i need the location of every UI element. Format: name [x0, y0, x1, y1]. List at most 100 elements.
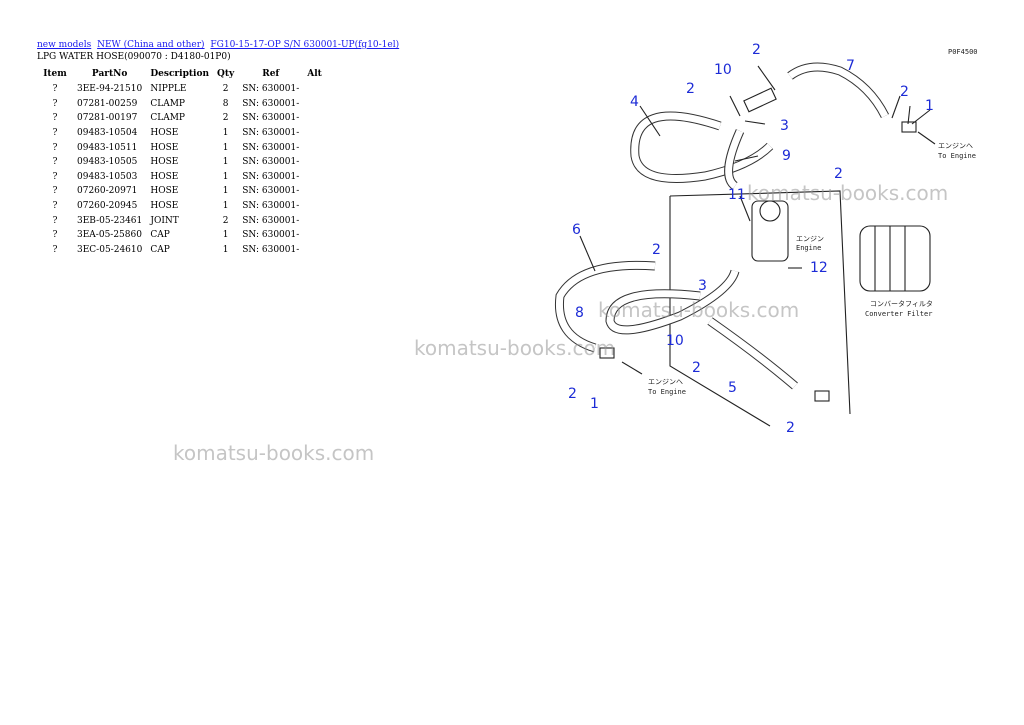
- cell-qty: 1: [222, 201, 229, 212]
- frame-line: [669, 196, 771, 427]
- cell-item: ?: [52, 244, 58, 255]
- frame-line: [669, 190, 851, 415]
- cell-partno: 09483-10505: [77, 157, 138, 168]
- parts-diagram: 2 10 7 2 2 1 4 3 9 2 11 6 2 12 3 8 10 2 …: [554, 42, 978, 436]
- cell-desc: CAP: [150, 244, 170, 255]
- cell-item: ?: [52, 171, 58, 182]
- joint-lower: [814, 390, 830, 402]
- breadcrumb-link-region[interactable]: NEW (China and other): [97, 40, 205, 50]
- label-engine: Engine: [796, 244, 821, 252]
- label-converter-jp: コンバータフィルタ: [870, 299, 933, 308]
- cell-item: ?: [52, 215, 58, 226]
- nipple-1-lower: [599, 347, 615, 359]
- diagram-labels: P0F4500 エンジンへ To Engine エンジン Engine コンバー…: [648, 48, 978, 396]
- arrow-to-engine-lower: [621, 361, 643, 375]
- callout-10: 10: [666, 333, 684, 349]
- watermark: komatsu-books.com: [747, 181, 949, 205]
- breadcrumb-link-model[interactable]: FG10-15-17-OP S/N 630001-UP(fg10-1el): [210, 40, 400, 50]
- cell-alt: [303, 82, 326, 97]
- cell-alt: [303, 213, 326, 228]
- cell-partno: 09483-10503: [77, 171, 138, 182]
- callout-10: 10: [714, 62, 732, 78]
- parts-table: Item PartNo Description Qty Ref Alt ?3EE…: [37, 67, 326, 257]
- cell-ref: SN: 630001-: [242, 230, 300, 241]
- cell-partno: 09483-10511: [77, 142, 138, 153]
- cell-item: ?: [52, 230, 58, 241]
- cell-desc: HOSE: [150, 201, 179, 212]
- watermark: komatsu-books.com: [414, 336, 616, 360]
- cell-alt: [303, 126, 326, 141]
- nipple-10: [743, 87, 777, 113]
- label-to-engine: To Engine: [938, 152, 976, 160]
- callout-3: 3: [698, 278, 707, 294]
- cell-alt: [303, 184, 326, 199]
- nipple-1: [901, 121, 917, 133]
- callout-9: 9: [782, 148, 791, 164]
- cell-qty: 1: [222, 128, 229, 139]
- cell-ref: SN: 630001-: [242, 244, 300, 255]
- callout-2: 2: [652, 242, 661, 258]
- cell-partno: 07281-00197: [77, 113, 138, 124]
- cell-item: ?: [52, 186, 58, 197]
- cell-partno: 07260-20971: [77, 186, 138, 197]
- cell-desc: CLAMP: [150, 113, 185, 124]
- cell-ref: SN: 630001-: [242, 157, 300, 168]
- cell-alt: [303, 243, 326, 258]
- hose-4: [630, 111, 774, 183]
- cell-qty: 1: [222, 142, 229, 153]
- callout-1: 1: [590, 396, 599, 412]
- cell-ref: SN: 630001-: [242, 98, 300, 109]
- cell-ref: SN: 630001-: [242, 128, 300, 139]
- header-alt: Alt: [307, 68, 322, 79]
- callout-2: 2: [568, 386, 577, 402]
- callout-2: 2: [900, 84, 909, 100]
- cell-item: ?: [52, 113, 58, 124]
- callout-3: 3: [780, 118, 789, 134]
- cell-ref: SN: 630001-: [242, 142, 300, 153]
- cell-partno: 09483-10504: [77, 128, 138, 139]
- converter-filter: [859, 225, 931, 292]
- arrow-to-engine: [917, 131, 936, 145]
- cell-item: ?: [52, 142, 58, 153]
- cell-ref: SN: 630001-: [242, 201, 300, 212]
- cell-item: ?: [52, 157, 58, 168]
- cell-ref: SN: 630001-: [242, 186, 300, 197]
- cell-alt: [303, 111, 326, 126]
- watermark: komatsu-books.com: [598, 298, 800, 322]
- cell-alt: [303, 155, 326, 170]
- cell-desc: CAP: [150, 230, 170, 241]
- cell-item: ?: [52, 84, 58, 95]
- cell-desc: CLAMP: [150, 98, 185, 109]
- label-to-engine-lower: To Engine: [648, 388, 686, 396]
- cell-partno: 3EA-05-25860: [77, 230, 142, 241]
- cell-partno: 3EC-05-24610: [77, 244, 143, 255]
- cell-item: ?: [52, 201, 58, 212]
- header-partno: PartNo: [91, 68, 128, 79]
- callout-11: 11: [728, 187, 746, 203]
- cell-alt: [303, 140, 326, 155]
- table-row: ? 09483-10511 HOSE 1 SN: 630001-: [37, 140, 326, 155]
- cell-desc: HOSE: [150, 142, 179, 153]
- label-converter: Converter Filter: [865, 310, 932, 318]
- callout-4: 4: [630, 94, 639, 110]
- cell-desc: HOSE: [150, 157, 179, 168]
- cell-alt: [303, 170, 326, 185]
- cell-qty: 1: [222, 244, 229, 255]
- cell-ref: SN: 630001-: [242, 113, 300, 124]
- cell-qty: 8: [222, 98, 229, 109]
- breadcrumb-link-new-models[interactable]: new models: [37, 40, 92, 50]
- cell-alt: [303, 97, 326, 112]
- cell-desc: HOSE: [150, 128, 179, 139]
- callout-8: 8: [575, 305, 584, 321]
- label-to-engine-jp: エンジンへ: [938, 142, 973, 150]
- callout-2: 2: [686, 81, 695, 97]
- cell-qty: 1: [222, 230, 229, 241]
- watermark: komatsu-books.com: [173, 441, 375, 465]
- cell-desc: HOSE: [150, 171, 179, 182]
